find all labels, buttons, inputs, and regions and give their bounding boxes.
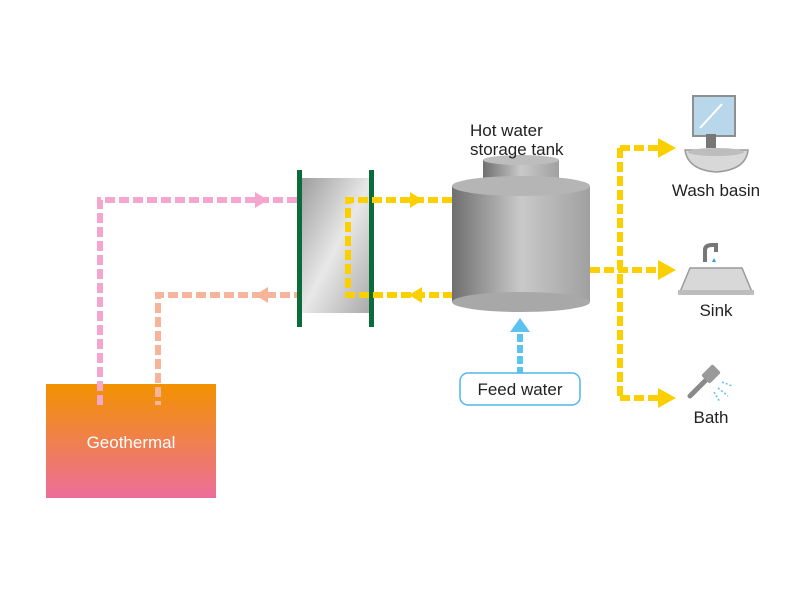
feed-water-box: Feed water [459, 372, 581, 406]
kitchen-sink-icon [678, 243, 754, 295]
hot-water-storage-tank [452, 155, 590, 312]
geothermal-label: Geothermal [87, 433, 176, 452]
feed-water-label: Feed water [477, 380, 562, 399]
from-tank-arrow-icon [409, 287, 422, 303]
hot-water-distribution-pipe [590, 138, 676, 408]
to-tank-arrow-icon [410, 192, 423, 208]
sink-label: Sink [699, 301, 733, 320]
shower-head-icon [687, 364, 733, 403]
to-sink-arrow-icon [658, 260, 676, 280]
exchanger-plate-left [297, 170, 302, 327]
geothermal-return-pipe [155, 287, 318, 405]
to-wash-basin-arrow-icon [658, 138, 676, 158]
supply-arrow-icon [255, 192, 268, 208]
geothermal-source: Geothermal [46, 384, 216, 498]
exchanger-plate-right [369, 170, 374, 327]
tank-label-line1: Hot water [470, 121, 543, 140]
wash-basin-label: Wash basin [672, 181, 760, 200]
heat-exchanger [297, 170, 374, 327]
geothermal-supply-pipe [97, 192, 321, 405]
wash-basin-icon [684, 95, 749, 173]
return-arrow-icon [255, 287, 268, 303]
to-bath-arrow-icon [658, 388, 676, 408]
bath-label: Bath [694, 408, 729, 427]
tank-label-line2: storage tank [470, 140, 564, 159]
feed-water-pipe [510, 318, 530, 375]
feed-arrow-icon [510, 318, 530, 332]
tank-loop-pipe [345, 192, 452, 303]
